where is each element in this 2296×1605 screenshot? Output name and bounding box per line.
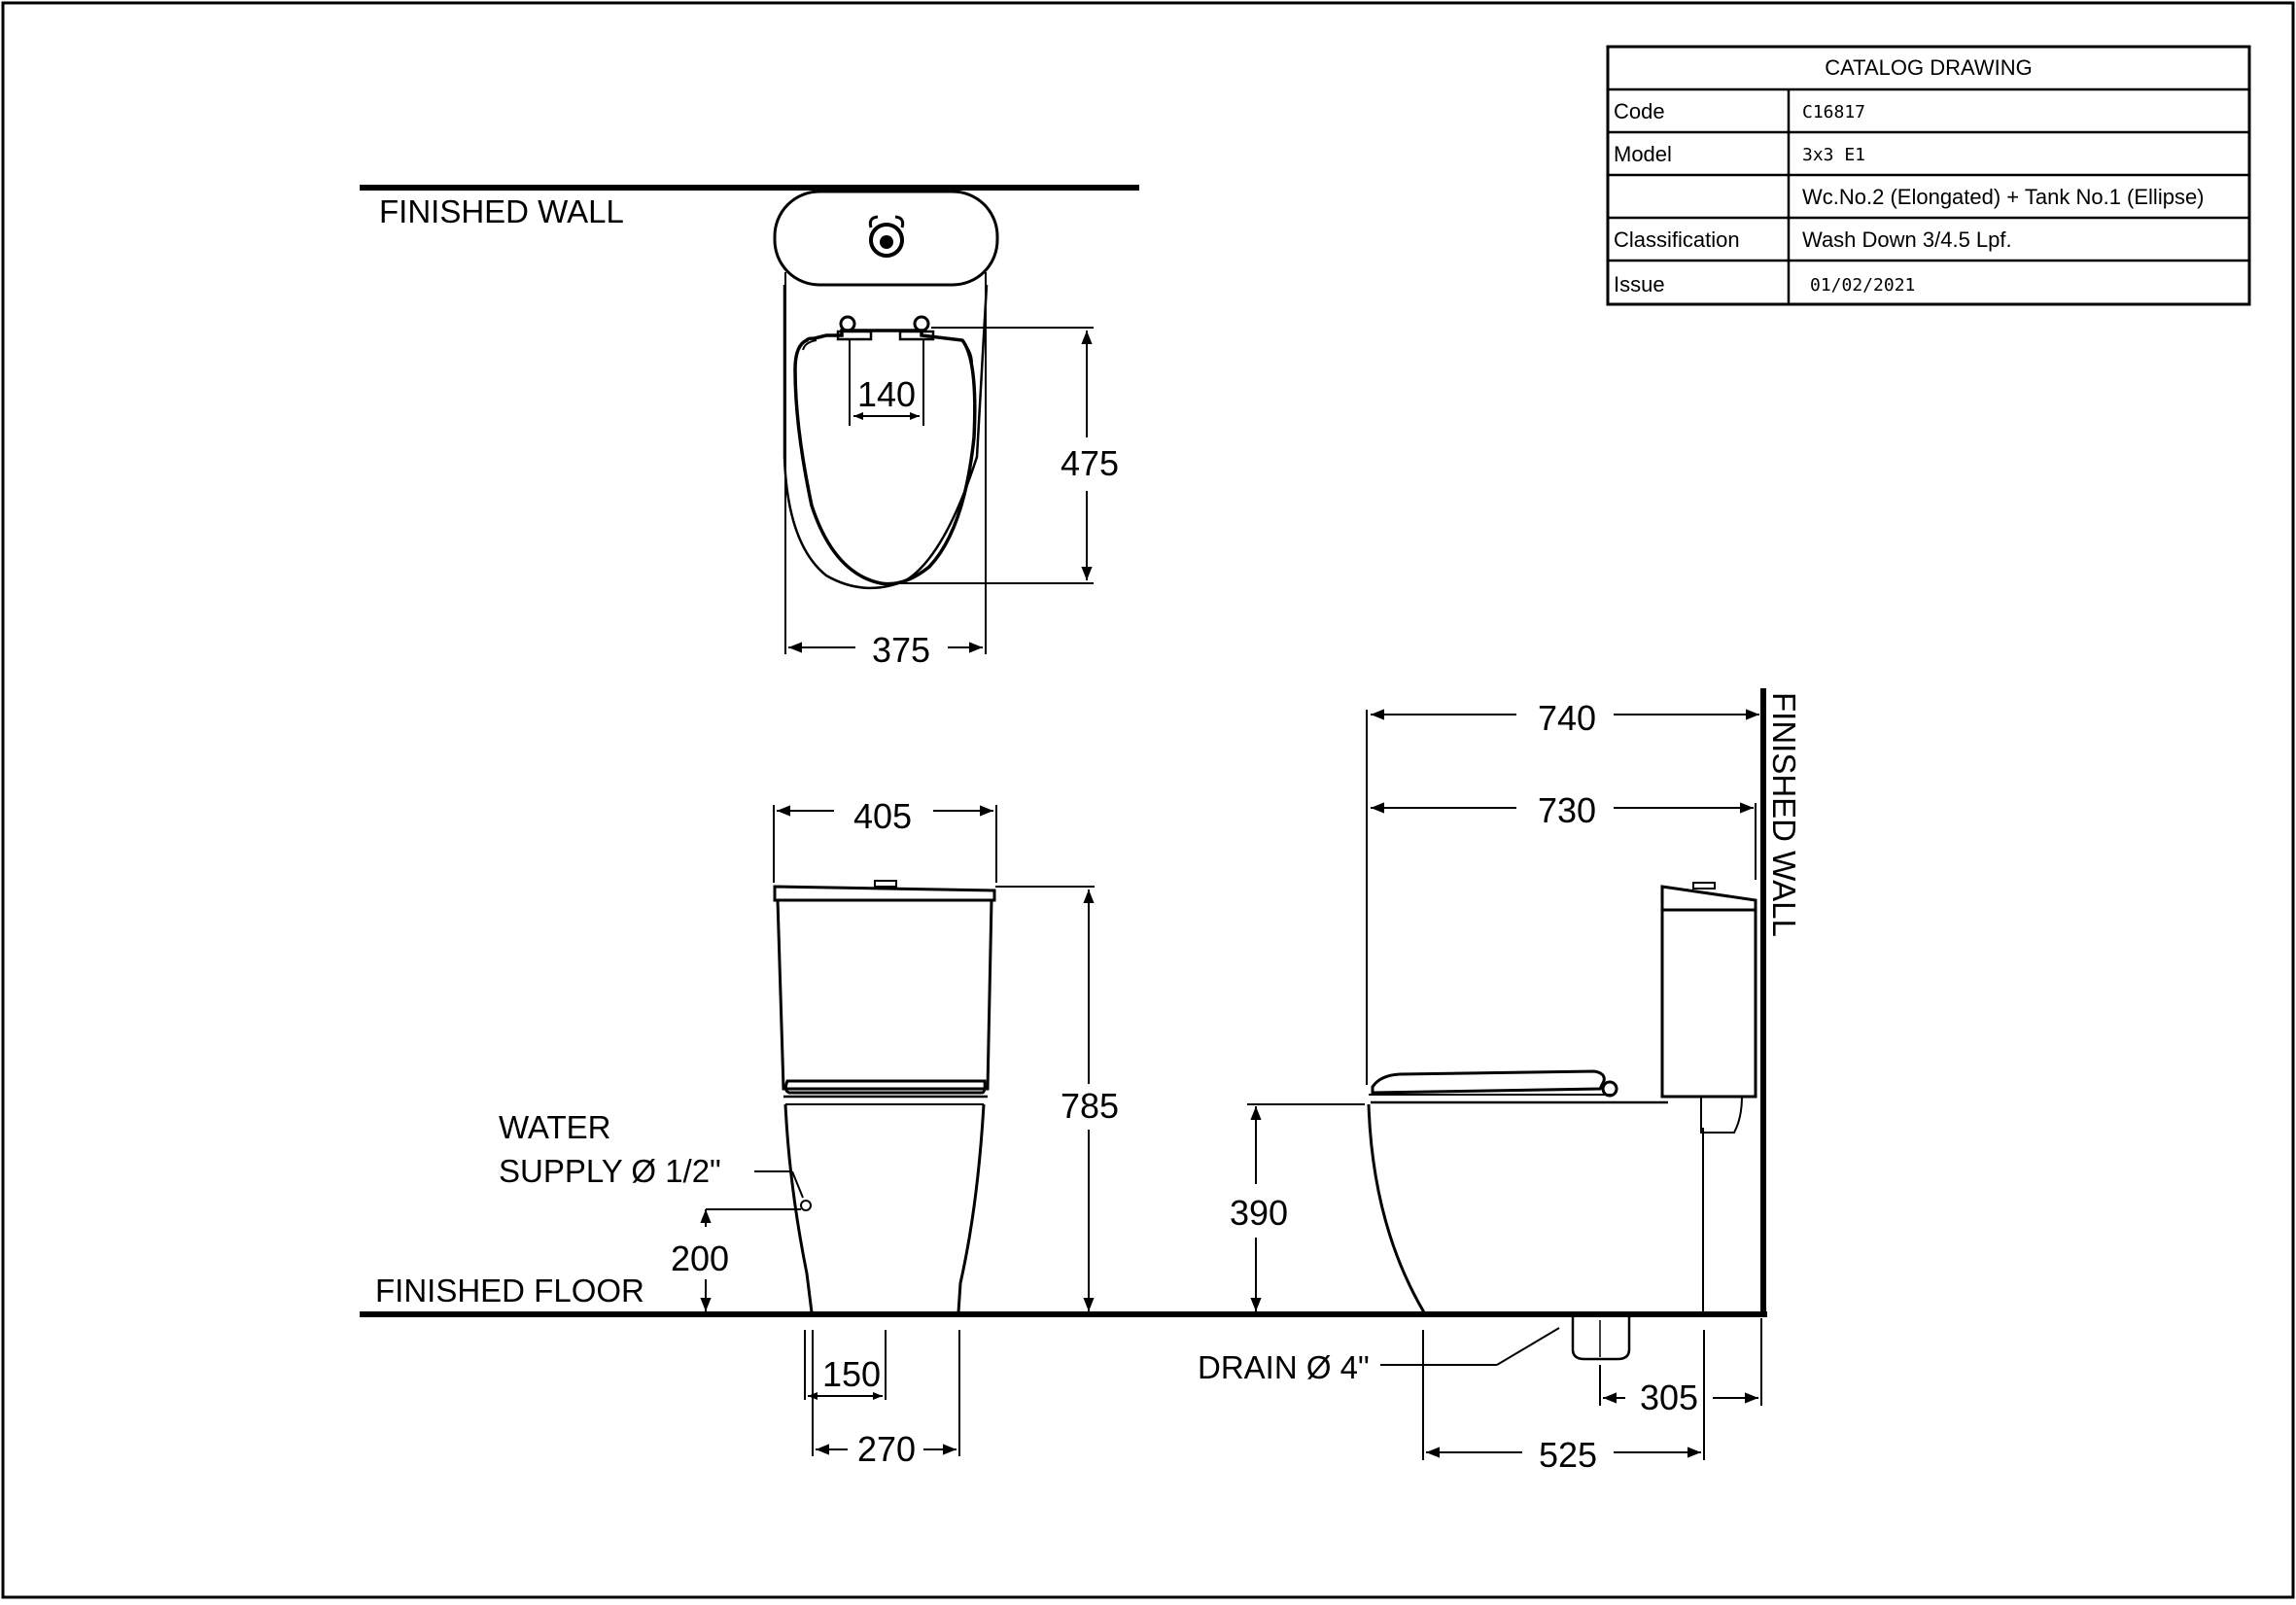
- bowl-top-outline: [783, 284, 989, 590]
- finished-wall-label-side: FINISHED WALL: [1766, 692, 1802, 937]
- water-supply-label-line1: WATER: [499, 1109, 610, 1145]
- dim-front-base-270: 270: [857, 1429, 916, 1469]
- dim-top-depth: 475: [1061, 443, 1119, 483]
- water-supply-label-line2: SUPPLY Ø 1/2": [499, 1153, 721, 1189]
- dim-front-base-150: 150: [822, 1354, 881, 1394]
- title-block-value-code: C16817: [1802, 102, 1865, 122]
- title-block-label-code: Code: [1614, 99, 1665, 123]
- tank-side-outline: [1660, 885, 1757, 912]
- dim-front-height: 785: [1061, 1086, 1119, 1126]
- drain-pipe-icon: [1571, 1316, 1631, 1361]
- dim-top-width: 375: [872, 630, 930, 670]
- title-block-value-model: 3x3 E1: [1802, 145, 1865, 165]
- dim-side-730: 730: [1538, 790, 1596, 830]
- finished-wall-label-top: FINISHED WALL: [379, 193, 624, 229]
- title-block-value-description: Wc.No.2 (Elongated) + Tank No.1 (Ellipse…: [1802, 185, 2205, 209]
- seat-front-outline: [783, 1079, 987, 1095]
- finished-floor-label: FINISHED FLOOR: [375, 1273, 644, 1308]
- front-view: WATER SUPPLY Ø 1/2" 405 785 200 150 270: [499, 796, 1119, 1469]
- hinge-bolt-left-icon: [836, 315, 873, 341]
- title-block-value-classification: Wash Down 3/4.5 Lpf.: [1802, 227, 2012, 252]
- seat-hinge-icon: [1601, 1080, 1618, 1098]
- dim-seat-height: 390: [1230, 1193, 1288, 1233]
- drain-label: DRAIN Ø 4": [1198, 1349, 1370, 1385]
- bowl-front-outline: [783, 1103, 986, 1313]
- title-block-label-issue: Issue: [1614, 272, 1665, 297]
- water-supply-icon: [800, 1200, 812, 1211]
- dim-water-supply-height: 200: [671, 1239, 729, 1278]
- dim-front-tank-width: 405: [853, 796, 912, 836]
- dim-side-overall: 740: [1538, 698, 1596, 738]
- title-block-heading: CATALOG DRAWING: [1825, 55, 2033, 80]
- tank-top-outline: [773, 190, 999, 287]
- seat-side-outline: [1371, 1069, 1606, 1095]
- side-view: FINISHED WALL DRAIN Ø 4" 740 730: [1198, 688, 1802, 1475]
- seat-top-outline: [793, 329, 977, 586]
- title-block: CATALOG DRAWING Code C16817 Model 3x3 E1…: [1606, 45, 2251, 306]
- dim-drain-from-wall: 305: [1640, 1378, 1698, 1417]
- title-block-label-classification: Classification: [1614, 227, 1740, 252]
- top-view: FINISHED WALL 140: [360, 185, 1139, 670]
- dim-side-525: 525: [1539, 1435, 1597, 1475]
- flush-button-icon: [868, 215, 905, 258]
- bowl-side-outline: [1367, 1103, 1426, 1313]
- tank-front-outline: [773, 885, 996, 902]
- title-block-label-model: Model: [1614, 142, 1672, 166]
- dim-top-bolt-spacing: 140: [857, 374, 916, 414]
- title-block-value-issue: 01/02/2021: [1810, 275, 1915, 296]
- hinge-bolt-right-icon: [898, 315, 935, 341]
